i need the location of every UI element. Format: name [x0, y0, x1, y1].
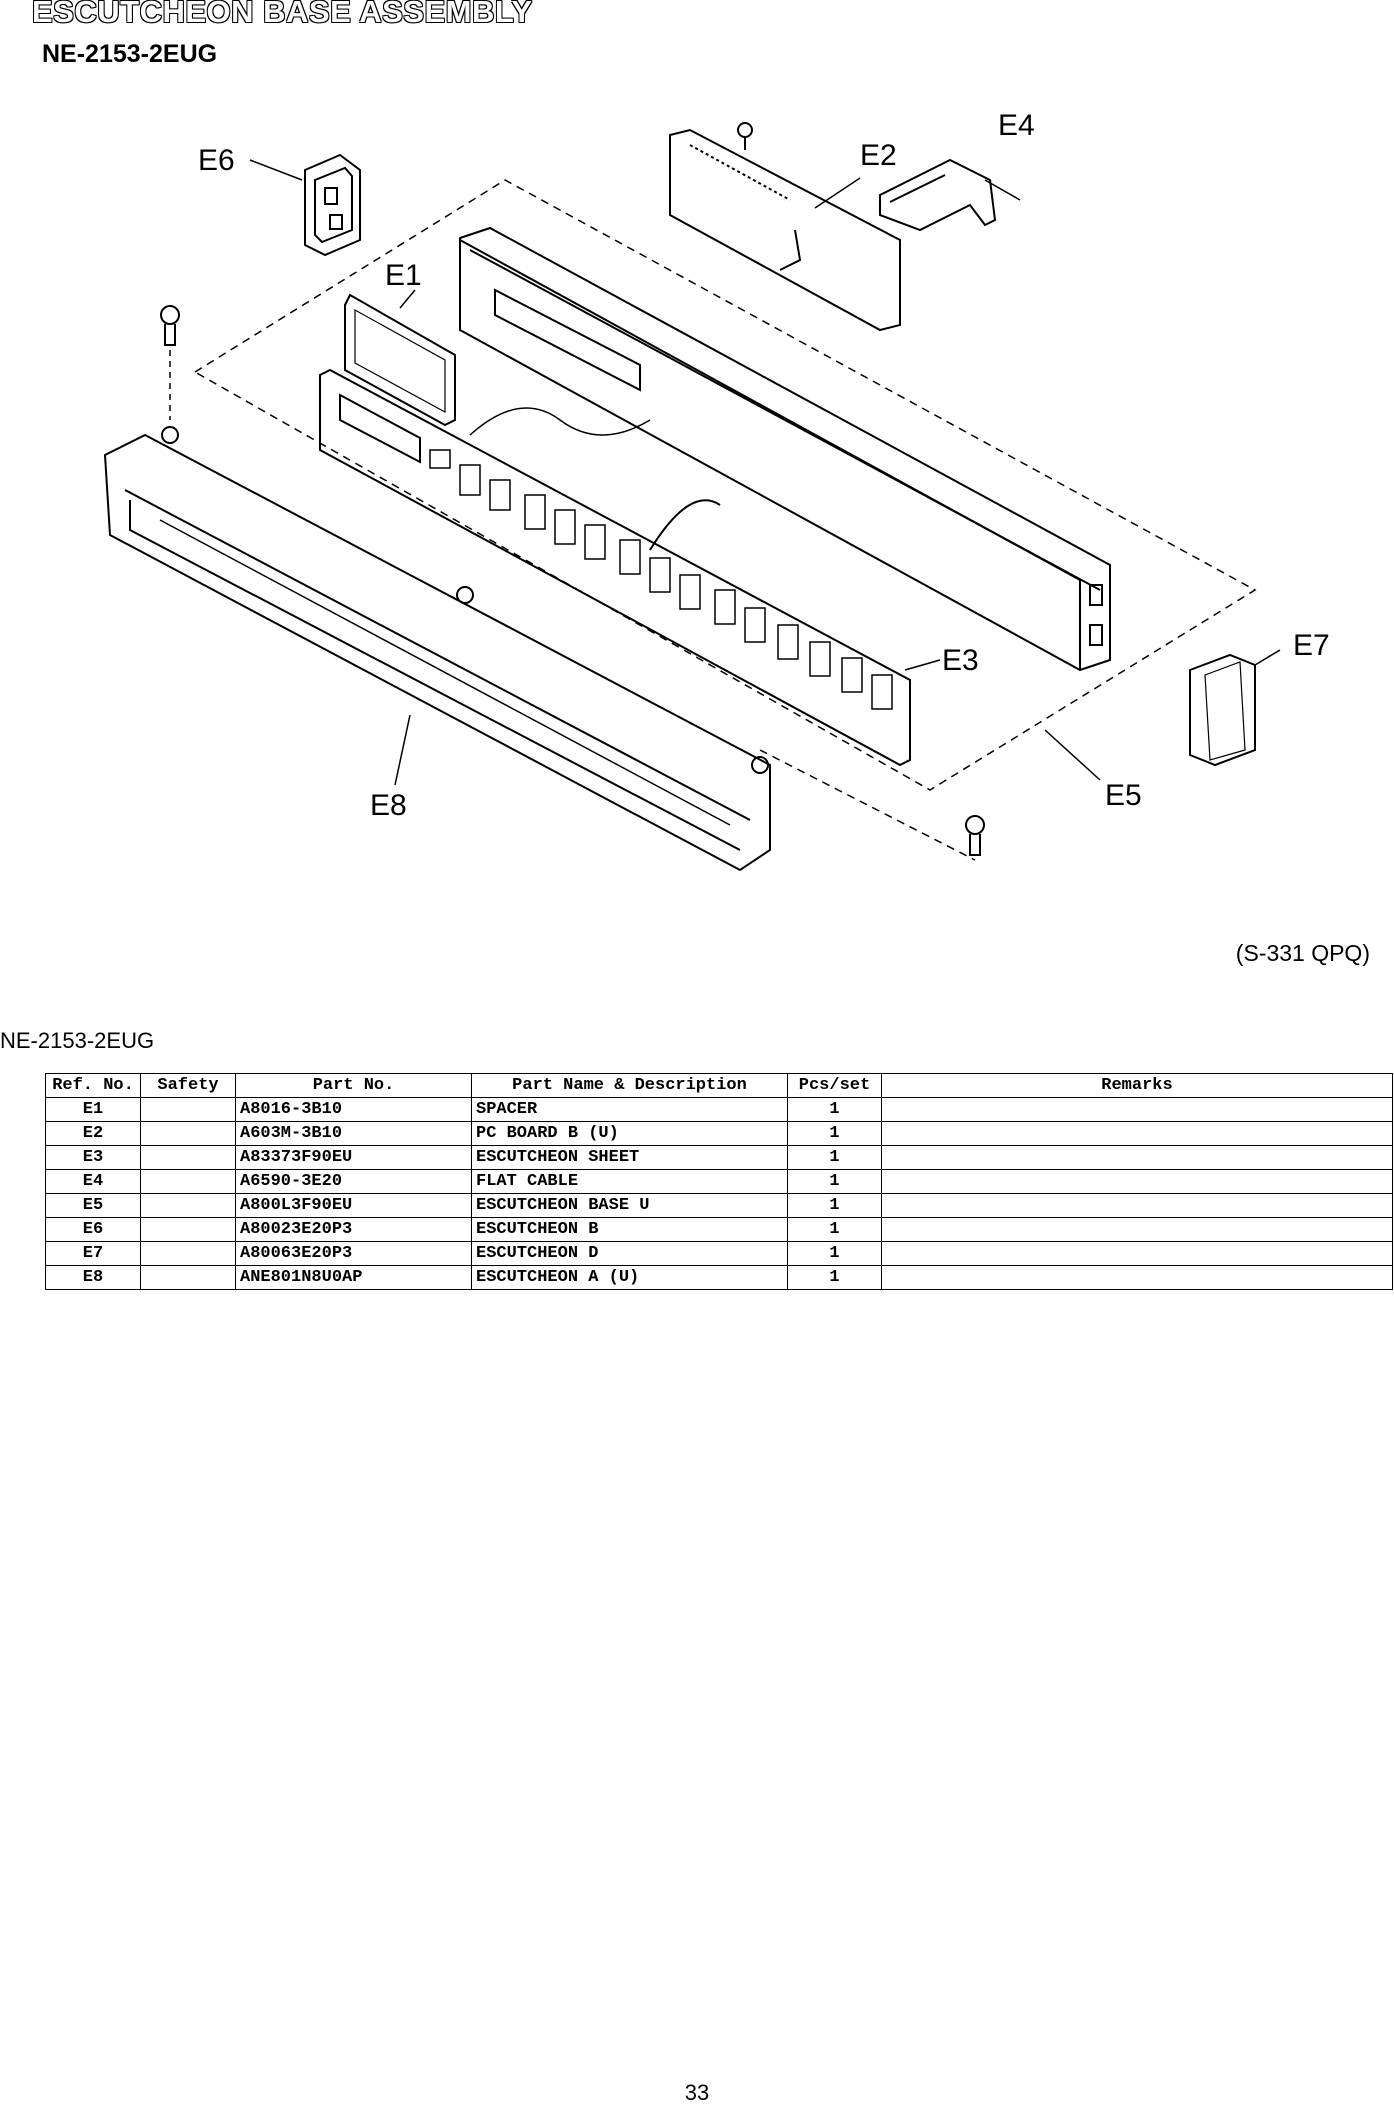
header-remarks: Remarks [881, 1073, 1393, 1098]
cell-safety [140, 1217, 236, 1242]
page-title: ESCUTCHEON BASE ASSEMBLY [32, 0, 533, 29]
cell-remarks [881, 1193, 1393, 1218]
cell-name: ESCUTCHEON B [471, 1217, 788, 1242]
exploded-view-diagram: E6 E1 E2 E4 E3 E7 E5 E8 [103, 109, 1330, 872]
cell-safety [140, 1265, 236, 1290]
page-number: 33 [684, 2080, 710, 2105]
cell-safety [140, 1145, 236, 1170]
screw-guide-line [759, 749, 976, 861]
header-pcs: Pcs/set [787, 1073, 882, 1098]
cell-ref: E3 [45, 1145, 141, 1170]
cell-safety [140, 1193, 236, 1218]
screw-left [160, 305, 180, 346]
label-e3: E3 [942, 644, 979, 677]
cell-safety [140, 1241, 236, 1266]
table-row: E7 A80063E20P3 ESCUTCHEON D 1 [45, 1241, 1393, 1266]
cell-part-no: ANE801N8U0AP [235, 1265, 472, 1290]
cell-pcs: 1 [787, 1145, 882, 1170]
cell-remarks [881, 1121, 1393, 1146]
table-row: E6 A80023E20P3 ESCUTCHEON B 1 [45, 1217, 1393, 1242]
label-e4: E4 [998, 109, 1035, 142]
e3-escutcheon-sheet [319, 368, 911, 767]
header-part-no: Part No. [235, 1073, 472, 1098]
cell-name: ESCUTCHEON SHEET [471, 1145, 788, 1170]
e6-bracket [304, 153, 361, 257]
cell-part-no: A603M-3B10 [235, 1121, 472, 1146]
table-row: E8 ANE801N8U0AP ESCUTCHEON A (U) 1 [45, 1265, 1393, 1290]
parts-table: Ref. No. Safety Part No. Part Name & Des… [45, 1073, 1393, 1290]
table-row: E1 A8016-3B10 SPACER 1 [45, 1097, 1393, 1122]
cell-name: ESCUTCHEON A (U) [471, 1265, 788, 1290]
cell-pcs: 1 [787, 1241, 882, 1266]
header-name: Part Name & Description [471, 1073, 788, 1098]
cell-name: FLAT CABLE [471, 1169, 788, 1194]
cell-part-no: A80023E20P3 [235, 1217, 472, 1242]
cell-name: SPACER [471, 1097, 788, 1122]
cell-ref: E5 [45, 1193, 141, 1218]
cell-pcs: 1 [787, 1193, 882, 1218]
cell-part-no: A83373F90EU [235, 1145, 472, 1170]
label-e6: E6 [198, 144, 235, 177]
screw-right [965, 815, 985, 856]
diagram-code: (S-331 QPQ) [1235, 940, 1370, 966]
model-number: NE-2153-2EUG [42, 40, 218, 68]
cell-safety [140, 1121, 236, 1146]
cell-remarks [881, 1265, 1393, 1290]
cell-remarks [881, 1169, 1393, 1194]
label-e8: E8 [370, 789, 407, 822]
table-row: E4 A6590-3E20 FLAT CABLE 1 [45, 1169, 1393, 1194]
table-model-number: NE-2153-2EUG [0, 1028, 155, 1053]
cell-pcs: 1 [787, 1217, 882, 1242]
cell-remarks [881, 1241, 1393, 1266]
e5-escutcheon-base [459, 226, 1111, 672]
cell-part-no: A80063E20P3 [235, 1241, 472, 1266]
label-e2: E2 [860, 139, 897, 172]
cell-pcs: 1 [787, 1097, 882, 1122]
cell-remarks [881, 1097, 1393, 1122]
cell-remarks [881, 1217, 1393, 1242]
cell-ref: E1 [45, 1097, 141, 1122]
header-ref: Ref. No. [45, 1073, 141, 1098]
cell-pcs: 1 [787, 1169, 882, 1194]
e7-end-cap [1189, 653, 1256, 767]
table-row: E2 A603M-3B10 PC BOARD B (U) 1 [45, 1121, 1393, 1146]
cell-pcs: 1 [787, 1121, 882, 1146]
cell-ref: E7 [45, 1241, 141, 1266]
cell-safety [140, 1169, 236, 1194]
cell-part-no: A6590-3E20 [235, 1169, 472, 1194]
cell-remarks [881, 1145, 1393, 1170]
cell-pcs: 1 [787, 1265, 882, 1290]
e5-dashed-outline [193, 179, 1257, 791]
cell-part-no: A8016-3B10 [235, 1097, 472, 1122]
cell-ref: E4 [45, 1169, 141, 1194]
cell-safety [140, 1097, 236, 1122]
cell-name: ESCUTCHEON D [471, 1241, 788, 1266]
label-e1: E1 [385, 259, 422, 292]
cell-name: ESCUTCHEON BASE U [471, 1193, 788, 1218]
table-row: E3 A83373F90EU ESCUTCHEON SHEET 1 [45, 1145, 1393, 1170]
table-row: E5 A800L3F90EU ESCUTCHEON BASE U 1 [45, 1193, 1393, 1218]
cell-ref: E6 [45, 1217, 141, 1242]
e2-pc-board [669, 122, 901, 332]
label-e5: E5 [1105, 779, 1142, 812]
e4-flat-cable [879, 158, 997, 232]
cell-ref: E2 [45, 1121, 141, 1146]
e8-escutcheon-front [103, 426, 771, 872]
e1-spacer [344, 293, 456, 427]
header-safety: Safety [140, 1073, 236, 1098]
cell-name: PC BOARD B (U) [471, 1121, 788, 1146]
cell-ref: E8 [45, 1265, 141, 1290]
label-e7: E7 [1293, 629, 1330, 662]
cell-part-no: A800L3F90EU [235, 1193, 472, 1218]
table-header-row: Ref. No. Safety Part No. Part Name & Des… [45, 1073, 1393, 1098]
